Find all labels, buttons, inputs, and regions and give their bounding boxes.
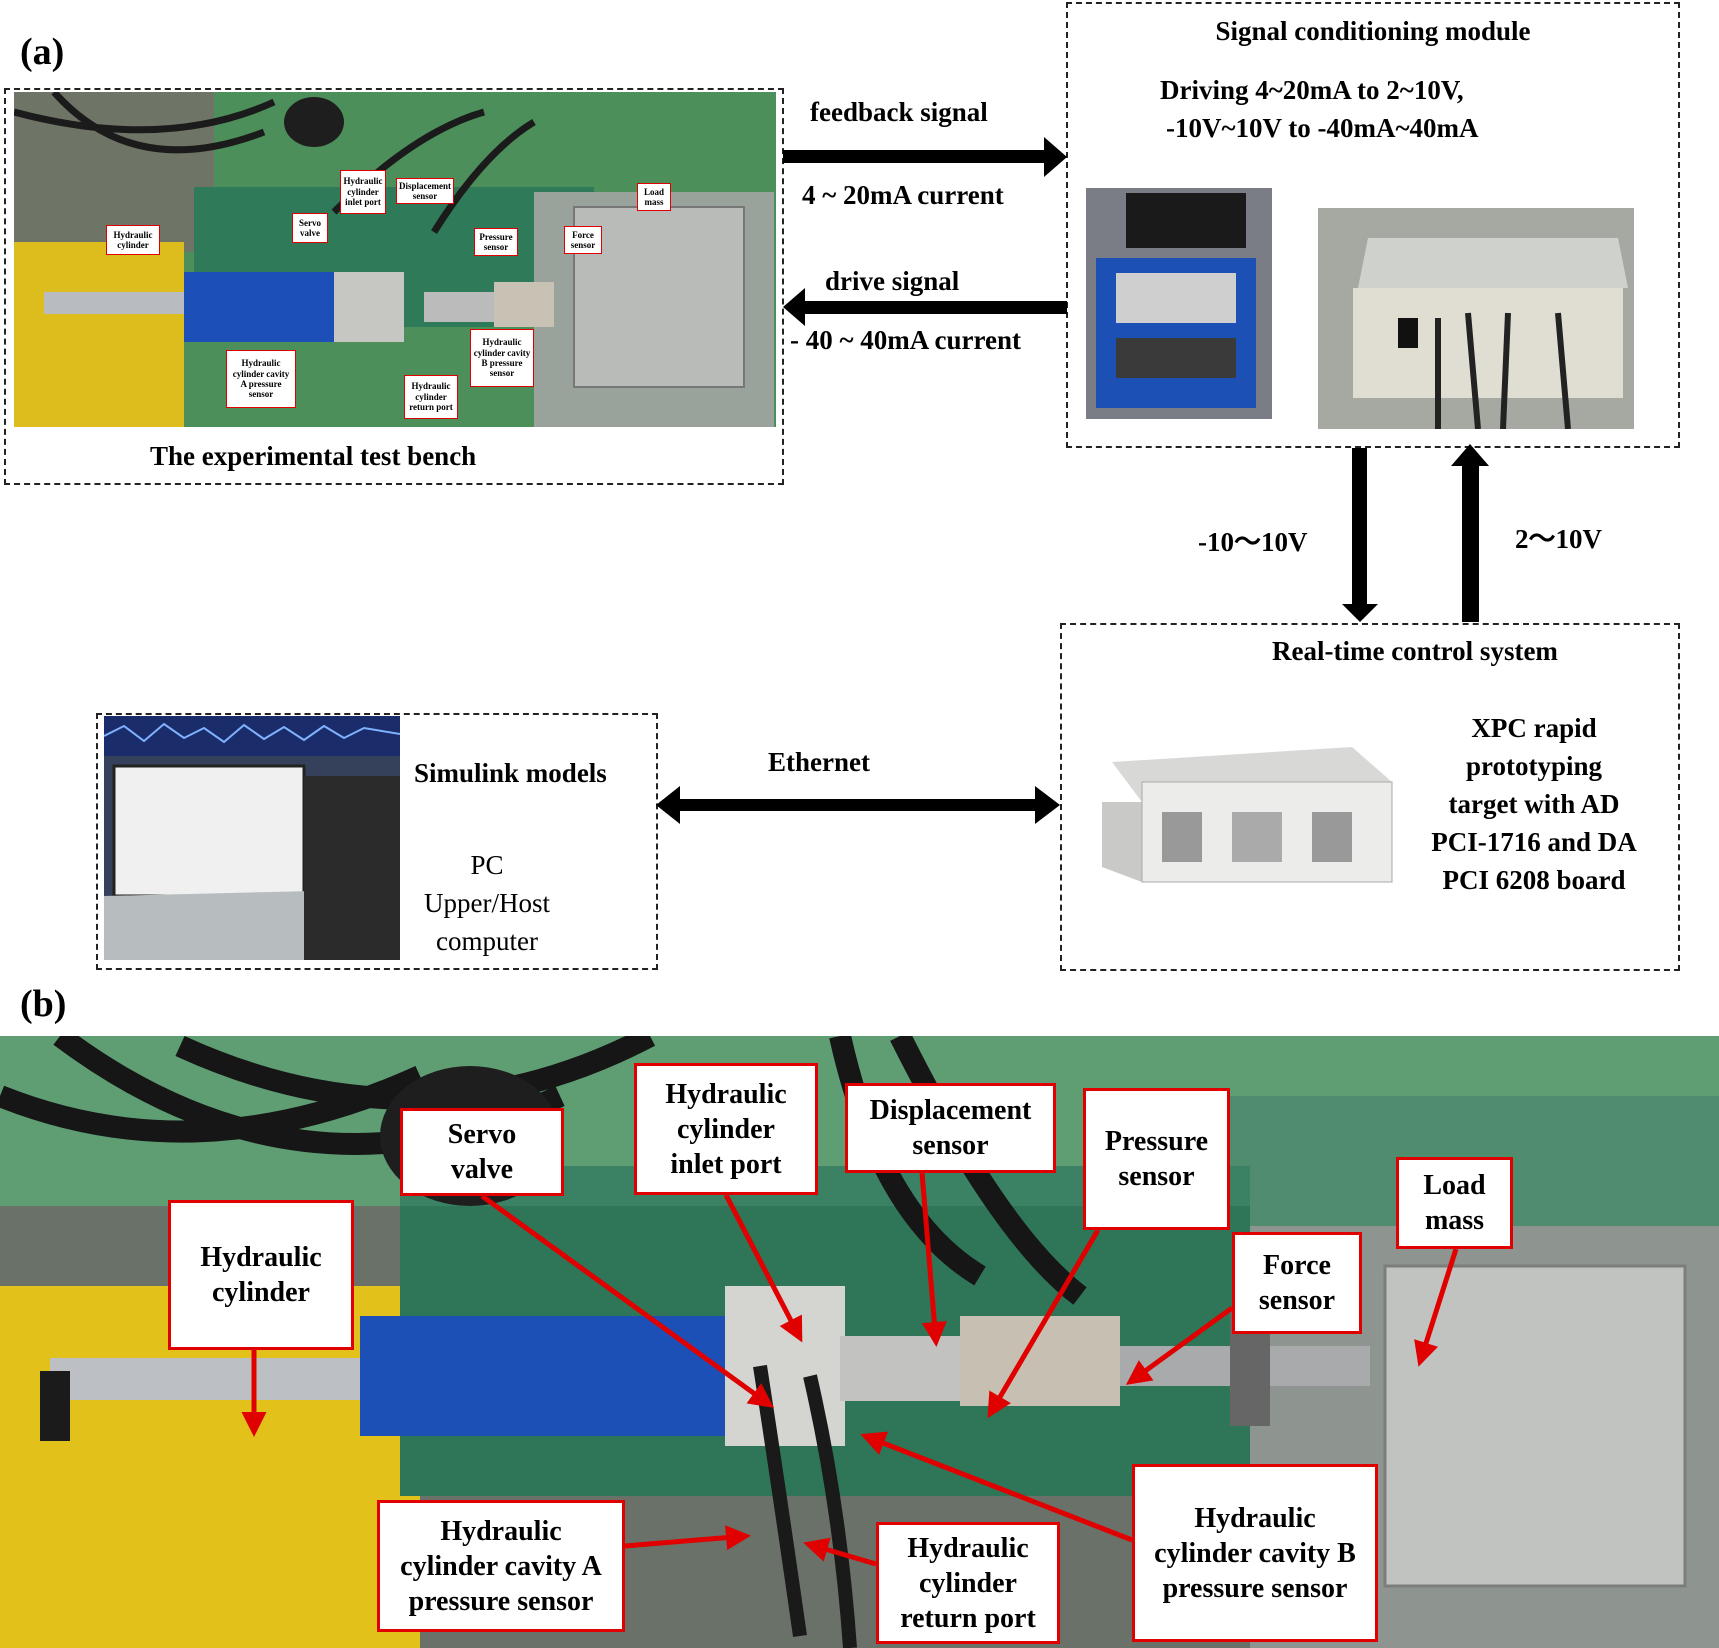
realtime-line1: XPC rapid — [1471, 713, 1597, 743]
callout-cavity-b: Hydraulic cylinder cavity B pressure sen… — [1132, 1464, 1378, 1642]
feedback-arrow-head — [1044, 137, 1067, 177]
up-voltage-label: 2～10V — [1515, 524, 1602, 554]
feedback-signal-value: 4 ~ 20mA current — [802, 180, 1004, 210]
drive-arrow-shaft — [802, 301, 1067, 314]
drive-signal-label: drive signal — [825, 266, 960, 296]
pc-line1: PC — [470, 850, 504, 880]
signal-module-photo-right — [1318, 208, 1634, 429]
test-bench-box — [4, 88, 784, 485]
bench-callout-displacement-sensor: Displacement sensor — [396, 178, 454, 204]
ethernet-arrow-shaft — [676, 799, 1038, 811]
down-arrow-shaft — [1352, 448, 1367, 608]
feedback-arrow-shaft — [783, 150, 1046, 163]
callout-pressure-sensor: Pressure sensor — [1083, 1088, 1230, 1230]
pc-box — [96, 713, 658, 970]
callout-force-sensor: Force sensor — [1232, 1232, 1362, 1334]
leader-cavity-b — [860, 1431, 1133, 1543]
leader-cavity-a — [624, 1525, 751, 1551]
realtime-line3: target with AD — [1448, 789, 1620, 819]
bench-callout-force-sensor: Force sensor — [564, 226, 602, 254]
signal-module-line2: -10V~10V to -40mA~40mA — [1166, 113, 1479, 143]
up-arrow-shaft — [1462, 462, 1479, 622]
callout-hydraulic-cylinder: Hydraulic cylinder — [168, 1200, 354, 1350]
ethernet-arrow-head-right — [1035, 786, 1060, 824]
signal-module-title: Signal conditioning module — [1215, 16, 1531, 46]
realtime-line5: PCI 6208 board — [1442, 865, 1626, 895]
leader-servo-valve — [480, 1193, 775, 1408]
drive-signal-value: - 40 ~ 40mA current — [790, 325, 1022, 355]
drive-arrow-head — [783, 288, 805, 326]
down-voltage-label: -10～10V — [1198, 527, 1308, 557]
signal-module-line1: Driving 4~20mA to 2~10V, — [1160, 75, 1464, 105]
leader-force-sensor — [1125, 1305, 1234, 1385]
down-arrow-head — [1342, 604, 1378, 622]
bench-callout-cavity-a: Hydraulic cylinder cavity A pressure sen… — [226, 350, 296, 408]
feedback-signal-label: feedback signal — [810, 97, 988, 127]
bench-callout-cavity-b: Hydraulic cylinder cavity B pressure sen… — [470, 329, 534, 387]
realtime-box — [1060, 623, 1680, 971]
bench-callout-hydraulic-cylinder: Hydraulic cylinder — [106, 225, 160, 255]
realtime-line4: PCI-1716 and DA — [1431, 827, 1637, 857]
bench-callout-pressure-sensor: Pressure sensor — [474, 228, 518, 256]
test-bench-caption: The experimental test bench — [150, 441, 477, 471]
leader-load-mass — [1414, 1248, 1459, 1367]
bench-callout-inlet-port: Hydraulic cylinder inlet port — [340, 170, 386, 214]
xpc-target-photo — [1072, 742, 1398, 890]
callout-cavity-a: Hydraulic cylinder cavity A pressure sen… — [377, 1500, 625, 1632]
ethernet-label: Ethernet — [768, 747, 870, 777]
pc-photo — [104, 716, 400, 960]
pc-line2: Upper/Host — [424, 888, 550, 918]
callout-load-mass: Load mass — [1396, 1157, 1513, 1249]
realtime-line2: prototyping — [1465, 751, 1603, 781]
leader-displacement-sensor — [919, 1172, 947, 1347]
panel-b-label: (b) — [20, 983, 67, 1025]
callout-displacement-sensor: Displacement sensor — [845, 1083, 1056, 1173]
pc-title: Simulink models — [414, 758, 607, 788]
signal-module-box — [1066, 2, 1680, 448]
bench-callout-load-mass: Load mass — [637, 183, 671, 211]
callout-servo-valve: Servo valve — [400, 1108, 564, 1196]
callout-return-port: Hydraulic cylinder return port — [876, 1522, 1060, 1644]
bench-callout-servo-valve: Servo valve — [292, 213, 328, 243]
panel-a-label: (a) — [20, 31, 65, 73]
signal-module-photo-left — [1086, 188, 1272, 419]
ethernet-arrow-head-left — [656, 786, 680, 824]
up-arrow-head — [1451, 444, 1489, 466]
test-bench-photo — [14, 92, 776, 427]
leader-pressure-sensor — [987, 1228, 1101, 1419]
leader-return-port — [803, 1537, 877, 1567]
callout-inlet-port: Hydraulic cylinder inlet port — [634, 1063, 818, 1195]
realtime-title: Real-time control system — [1272, 636, 1558, 666]
pc-line3: computer — [436, 926, 538, 956]
bench-callout-return-port: Hydraulic cylinder return port — [404, 375, 458, 419]
leader-inlet-port — [723, 1193, 803, 1343]
